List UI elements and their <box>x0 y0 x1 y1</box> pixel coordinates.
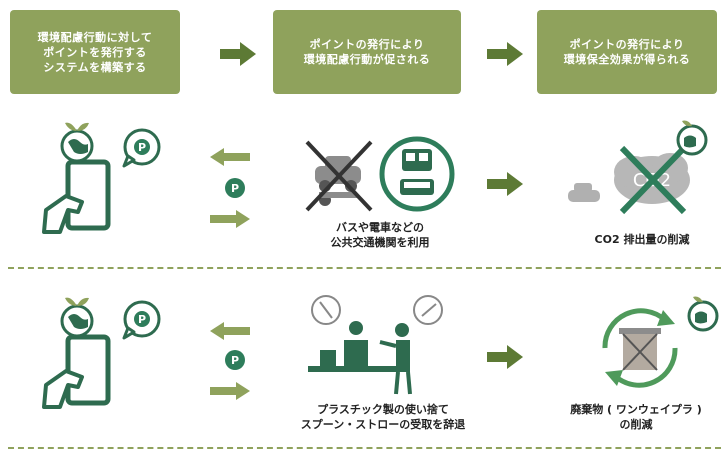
row-divider <box>8 267 721 269</box>
point-bubble-icon: P <box>122 300 161 340</box>
row1-effect-label: CO2 排出量の削減 <box>594 233 690 246</box>
recycle-trash-icon <box>602 296 719 388</box>
arrow-left-icon <box>210 148 250 166</box>
row2-effect-label: 廃棄物 ( ワンウェイプラ ) の削減 <box>570 403 702 431</box>
arrow-right-icon <box>487 42 523 66</box>
row1-action-label: バスや電車などの 公共交通機関を利用 <box>330 221 430 249</box>
arrow-right-icon <box>220 42 256 66</box>
arrow-right-icon <box>210 382 250 400</box>
phone-hand-icon <box>42 159 111 234</box>
step-box-1: 環境配慮行動に対して ポイントを発行する システムを構築する <box>10 10 180 94</box>
car-crossed-icon <box>305 140 373 212</box>
arrow-right-icon <box>487 172 523 196</box>
phone-hand-icon <box>42 334 111 409</box>
point-badge: P <box>225 178 245 198</box>
counter-staff-icon <box>308 295 443 395</box>
point-badge: P <box>225 350 245 370</box>
globe-sprout-icon <box>60 122 94 163</box>
globe-sprout-icon <box>60 297 94 338</box>
train-icon <box>379 136 455 212</box>
co2-cloud-crossed-icon: CO2 <box>568 120 708 215</box>
arrow-right-icon <box>487 345 523 369</box>
step-box-3: ポイントの発行により 環境保全効果が得られる <box>537 10 717 94</box>
arrow-left-icon <box>210 322 250 340</box>
bottom-divider <box>8 447 721 449</box>
arrow-right-icon <box>210 210 250 228</box>
step-box-2: ポイントの発行により 環境配慮行動が促される <box>273 10 461 94</box>
row2-action-label: プラスチック製の使い捨て スプーン・ストローの受取を辞退 <box>300 403 466 431</box>
svg-text:P: P <box>138 313 146 326</box>
point-bubble-icon: P <box>122 128 161 168</box>
svg-text:P: P <box>138 141 146 154</box>
